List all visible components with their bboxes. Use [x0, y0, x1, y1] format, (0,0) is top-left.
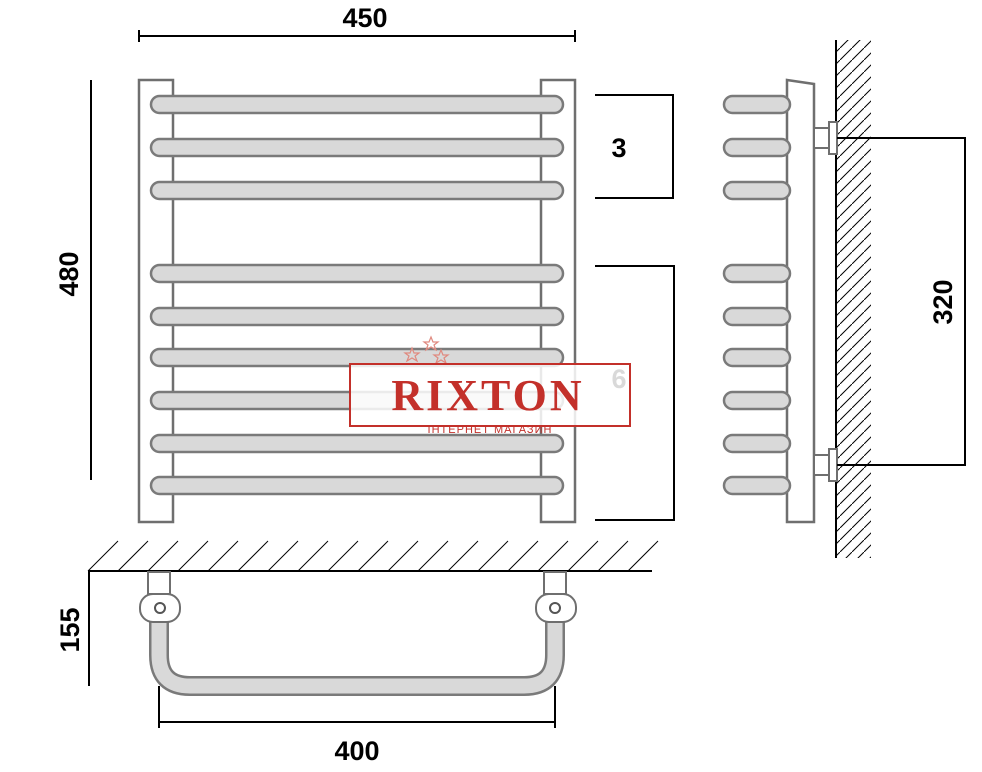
lower-fitting — [813, 448, 838, 482]
dimension-vertical-centers — [837, 137, 966, 466]
rung — [149, 137, 565, 158]
logo-brand: RIXTON — [391, 371, 584, 420]
u-tube-top — [149, 595, 565, 696]
upper-fitting — [813, 121, 838, 155]
wall-hatch-top — [87, 540, 659, 572]
bracket-bottom-group — [595, 265, 675, 521]
dimension-wall-distance-label: 155 — [55, 607, 85, 652]
top-view: 155 400 — [55, 540, 659, 766]
dimension-height-label: 480 — [54, 251, 84, 296]
side-rung — [722, 94, 792, 115]
logo-frame — [349, 363, 631, 427]
side-rungs — [722, 94, 792, 496]
watermark-logo: RIXTON ІНТЕРНЕТ МАГАЗИН — [349, 335, 631, 436]
dimension-horizontal-centers — [158, 686, 556, 728]
stars-icon — [403, 335, 450, 365]
side-rung — [722, 137, 792, 158]
side-rung — [722, 347, 792, 368]
u-tube-top-core — [151, 597, 563, 694]
bracket-top-group-label: 3 — [611, 133, 626, 163]
dimension-width — [138, 30, 576, 42]
rung — [149, 433, 565, 454]
left-wall-fitting — [139, 571, 181, 623]
rung — [149, 306, 565, 327]
bracket-top-group — [595, 94, 674, 199]
side-riser — [785, 78, 816, 524]
rung — [149, 475, 565, 496]
right-wall-fitting — [535, 571, 577, 623]
side-rung — [722, 306, 792, 327]
dimension-horizontal-centers-label: 400 — [334, 736, 379, 766]
wall-hatch — [837, 40, 871, 558]
front-view: 450 480 3 6 — [54, 3, 675, 524]
rung — [149, 94, 565, 115]
side-view: 320 — [722, 40, 966, 558]
side-rung — [722, 433, 792, 454]
rung — [149, 263, 565, 284]
side-rung — [722, 390, 792, 411]
logo-subtitle: ІНТЕРНЕТ МАГАЗИН — [428, 424, 553, 436]
side-rung — [722, 475, 792, 496]
side-rung — [722, 263, 792, 284]
side-rung — [722, 180, 792, 201]
rung — [149, 180, 565, 201]
dimension-width-label: 450 — [342, 3, 387, 33]
dimension-vertical-centers-label: 320 — [928, 279, 958, 324]
rungs — [149, 94, 565, 496]
